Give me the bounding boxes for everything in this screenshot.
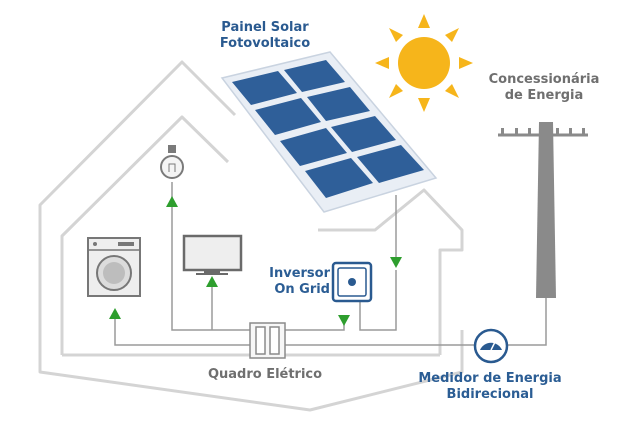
flow-arrows [109, 196, 402, 326]
breaker-box-icon [249, 322, 286, 359]
inverter-label-line1: Inversor [269, 266, 330, 281]
sun-icon [375, 14, 473, 112]
wiring [114, 182, 547, 346]
solar-panel-label: Painel Solar Fotovoltaico [205, 20, 325, 52]
solar-panel-icon [220, 51, 438, 213]
panel-board-label: Quadro Elétrico [207, 367, 323, 382]
meter-label: Medidor de Energia Bidirecional [410, 371, 570, 403]
washing-machine-icon [87, 237, 141, 297]
meter-label-line2: Bidirecional [446, 387, 534, 402]
inverter-label-line2: On Grid [274, 282, 330, 297]
tv-icon [182, 234, 243, 275]
solar-panel-label-line1: Painel Solar [221, 20, 309, 35]
inverter-label: Inversor On Grid [250, 266, 330, 298]
meter-label-line1: Medidor de Energia [418, 371, 562, 386]
inverter-icon [331, 261, 373, 303]
utility-pole-icon [498, 122, 588, 298]
utility-label-line2: de Energia [504, 88, 584, 103]
light-bulb-icon [160, 145, 184, 179]
house-outline [38, 60, 464, 412]
meter-icon [473, 328, 509, 364]
utility-label: Concessionária de Energia [478, 72, 610, 104]
solar-panel-label-line2: Fotovoltaico [219, 36, 311, 51]
utility-label-line1: Concessionária [488, 72, 600, 87]
